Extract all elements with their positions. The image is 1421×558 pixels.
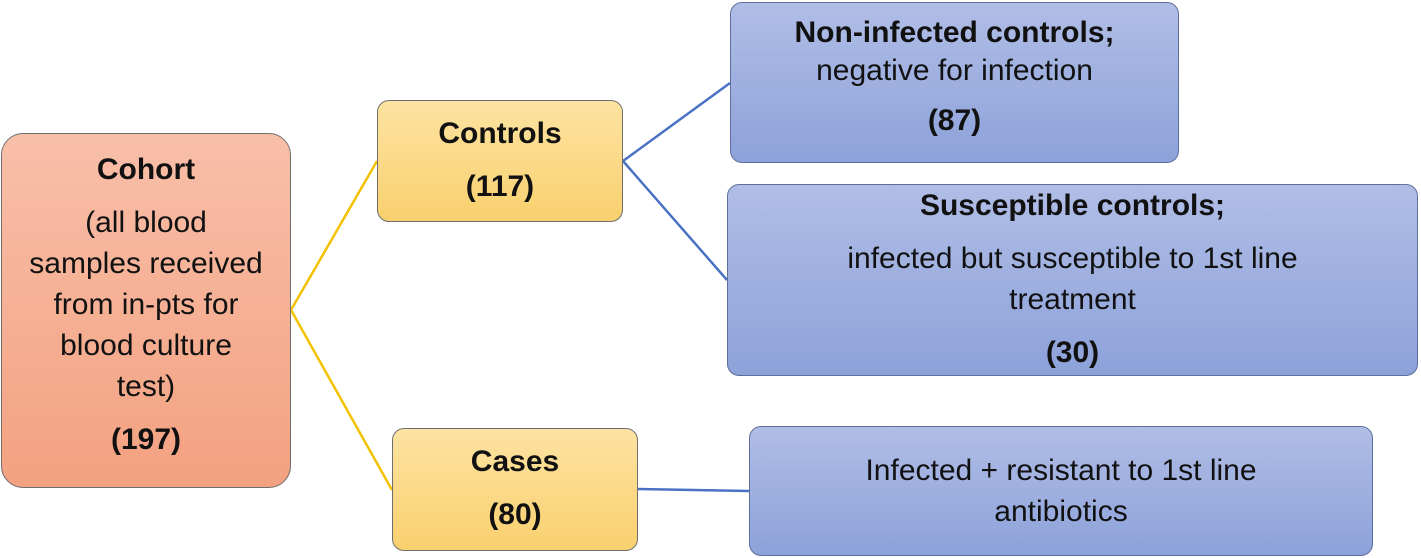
susceptible-description-line: treatment <box>1009 283 1136 316</box>
cohort-description-line: (all blood <box>85 206 207 239</box>
susceptible-description-line: infected but susceptible to 1st line <box>847 242 1298 275</box>
cohort-description-line: test) <box>116 370 176 403</box>
cases-node: Cases (80) <box>392 428 638 551</box>
resistant-description-line: antibiotics <box>994 495 1128 528</box>
cohort-title: Cohort <box>96 153 196 186</box>
noninfected-title: Non-infected controls; <box>794 16 1115 49</box>
cohort-description-line: samples received <box>29 247 263 280</box>
noninfected-controls-node: Non-infected controls; negative for infe… <box>730 2 1179 163</box>
connector-cases-resistant <box>637 487 750 493</box>
cohort-node: Cohort (all blood samples received from … <box>1 133 291 488</box>
connector-cohort-controls <box>289 160 379 311</box>
noninfected-count: (87) <box>927 104 982 137</box>
connector-controls-susceptible <box>622 160 728 281</box>
connector-cohort-cases <box>289 309 394 491</box>
susceptible-controls-node: Susceptible controls; infected but susce… <box>727 184 1418 376</box>
resistant-cases-node: Infected + resistant to 1st line antibio… <box>749 426 1373 556</box>
controls-node: Controls (117) <box>377 100 623 222</box>
cohort-description-line: blood culture <box>60 329 232 362</box>
connector-controls-noninfected <box>622 81 731 163</box>
susceptible-count: (30) <box>1045 336 1100 369</box>
resistant-description-line: Infected + resistant to 1st line <box>865 454 1257 487</box>
noninfected-description: negative for infection <box>816 54 1093 87</box>
susceptible-description: infected but susceptible to 1st line tre… <box>847 238 1297 320</box>
cohort-description-line: from in-pts for <box>53 288 239 321</box>
susceptible-title: Susceptible controls; <box>919 189 1226 222</box>
cases-count: (80) <box>488 498 542 531</box>
cohort-description: (all blood samples received from in-pts … <box>29 202 262 407</box>
controls-count: (117) <box>465 170 535 203</box>
cohort-count: (197) <box>110 423 182 456</box>
cases-title: Cases <box>470 445 560 478</box>
controls-title: Controls <box>438 117 562 150</box>
